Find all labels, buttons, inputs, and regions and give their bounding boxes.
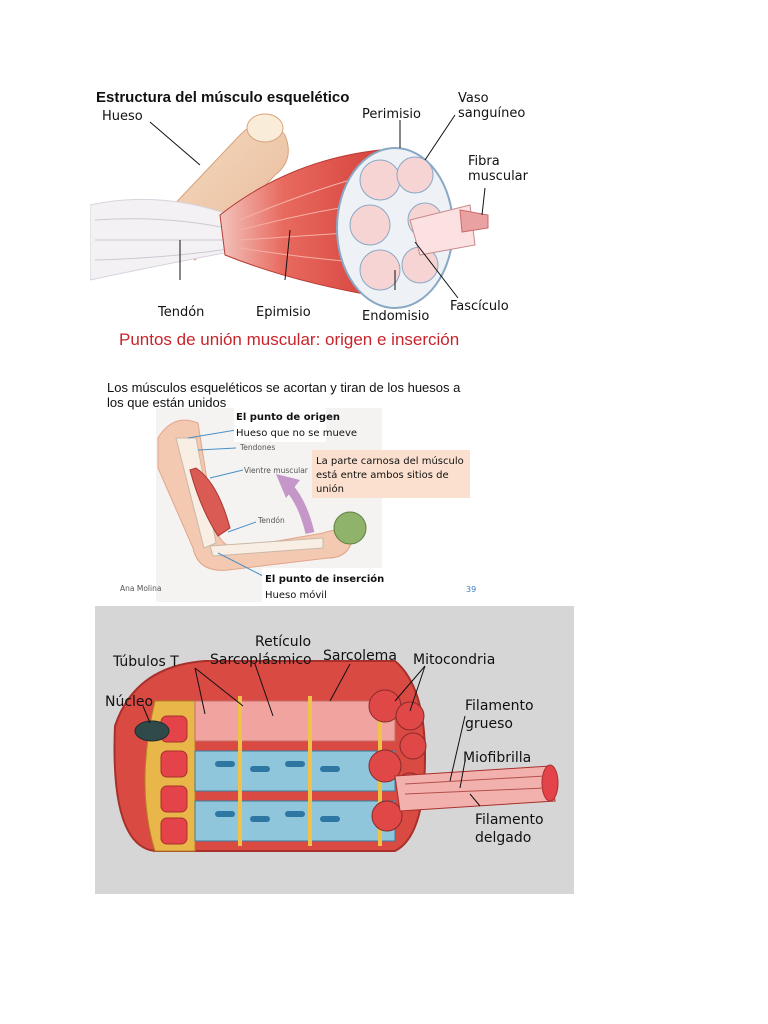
label-vientre: Vientre muscular xyxy=(244,466,309,475)
label-fibra-line2: muscular xyxy=(468,169,529,184)
insertion-box xyxy=(262,568,382,604)
flexion-arrowhead xyxy=(276,474,300,498)
nucleus-shape xyxy=(134,720,170,742)
insertion-desc: Hueso móvil xyxy=(265,589,327,601)
page-number: 39 xyxy=(466,585,476,594)
label-tendones: Tendones xyxy=(239,443,275,452)
note-box xyxy=(312,450,470,498)
origin-insertion-diagram: El punto de origen Hueso que no se mueve… xyxy=(120,408,476,604)
label-vaso-line2: sanguíneo xyxy=(458,106,525,121)
intro-text: Los músculos esqueléticos se acortan y t… xyxy=(107,380,461,410)
origin-title: El punto de origen xyxy=(236,412,340,423)
label-fasciculo: Fascículo xyxy=(450,299,509,314)
leader-lines xyxy=(149,114,486,299)
ball xyxy=(333,511,367,545)
note-line1: La parte carnosa del músculo xyxy=(316,455,464,467)
label-tendon-p2: Tendón xyxy=(257,516,285,525)
biceps-muscle xyxy=(189,467,231,537)
label-tubulos: Túbulos T xyxy=(112,654,179,670)
muscle-fiber-diagram: Retículo Sarcoplásmico Túbulos T Sarcole… xyxy=(95,606,574,894)
label-fibra-line1: Fibra xyxy=(468,154,500,169)
muscle-fibers xyxy=(239,169,396,266)
myofibril-rows xyxy=(194,700,396,842)
bone-end xyxy=(246,113,284,143)
fiber-extension xyxy=(459,209,489,233)
note-line3: unión xyxy=(316,483,344,495)
label-endomisio: Endomisio xyxy=(362,309,429,324)
tendon-fibers xyxy=(94,218,236,261)
label-reticulo-line1: Retículo xyxy=(255,634,311,650)
sr-network xyxy=(215,761,340,822)
diagram-title: Estructura del músculo esquelético xyxy=(96,89,349,106)
note-line2: está entre ambos sitios de xyxy=(316,469,449,481)
label-filamento-grueso-line2: grueso xyxy=(465,716,513,732)
label-vaso-line1: Vaso xyxy=(458,91,489,106)
fascicle-extension xyxy=(409,204,476,256)
origin-desc: Hueso que no se mueve xyxy=(236,428,357,439)
p2-leader-lines xyxy=(187,429,264,577)
insertion-title: El punto de inserción xyxy=(265,573,384,585)
label-filamento-delgado-line2: delgado xyxy=(475,830,531,846)
end-face-myofibrils xyxy=(160,715,188,845)
muscle-structure-diagram: Estructura del músculo esquelético Hueso… xyxy=(90,89,529,324)
label-hueso: Hueso xyxy=(102,109,143,124)
myofibril-tip xyxy=(541,764,559,802)
label-nucleo: Núcleo xyxy=(105,694,153,710)
label-sarcolema: Sarcolema xyxy=(323,648,397,664)
label-filamento-grueso-line1: Filamento xyxy=(465,698,534,714)
label-reticulo-line2: Sarcoplásmico xyxy=(210,652,312,668)
label-filamento-delgado-line1: Filamento xyxy=(475,812,544,828)
label-perimisio: Perimisio xyxy=(362,107,421,122)
author-credit: Ana Molina xyxy=(120,584,161,593)
section-heading: Puntos de unión muscular: origen e inser… xyxy=(119,330,460,349)
label-tendon: Tendón xyxy=(157,305,204,320)
label-miofibrilla: Miofibrilla xyxy=(463,750,531,766)
myofibril-filaments xyxy=(404,775,546,795)
forearm-bone xyxy=(209,537,324,557)
p3-leader-lines xyxy=(142,663,481,807)
label-epimisio: Epimisio xyxy=(256,305,311,320)
origin-box xyxy=(234,408,326,442)
label-mitocondria: Mitocondria xyxy=(413,652,495,668)
